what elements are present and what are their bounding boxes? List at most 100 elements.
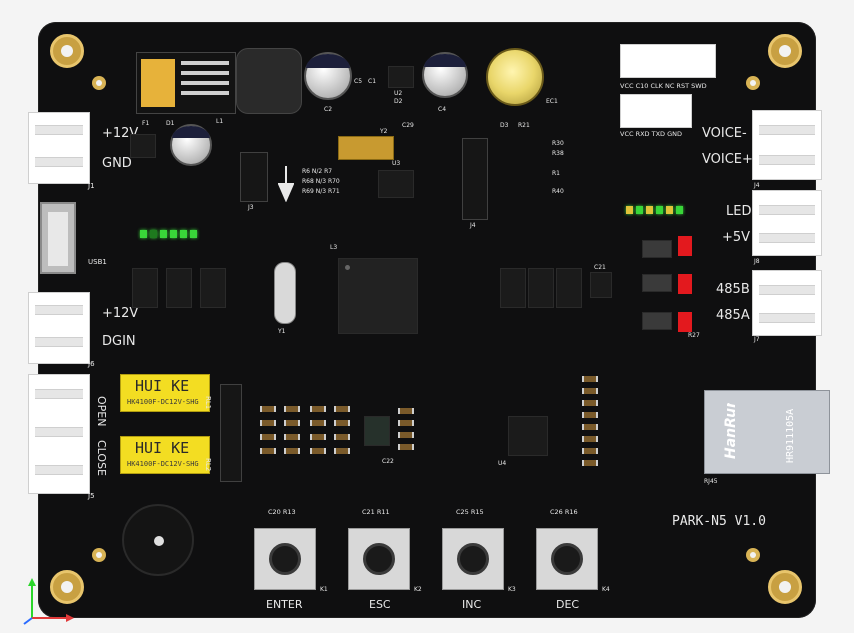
caps-label-dec: C26 R16 xyxy=(550,508,578,516)
ref-c1: C1 xyxy=(368,78,377,85)
mosfet-q2 xyxy=(166,268,192,308)
header-j4 xyxy=(462,138,488,220)
label-dgin-plus: +12V xyxy=(102,306,139,321)
ref-rl1: RL1 xyxy=(204,396,212,410)
label-enter: ENTER xyxy=(266,598,303,611)
caps-label-esc: C21 R11 xyxy=(362,508,390,516)
via xyxy=(746,548,760,562)
axis-gizmo-icon xyxy=(18,578,78,628)
board-title: PARK-N5 V1.0 xyxy=(672,514,766,529)
usb-connector xyxy=(40,202,76,274)
pcb-board: +12V GND J1 USB1 +12V DGIN J6 OPEN CLOSE… xyxy=(28,22,830,618)
ref-y2: Y2 xyxy=(380,128,388,135)
capacitor-c4 xyxy=(422,52,468,98)
label-esc: ESC xyxy=(369,598,391,611)
ref-r40: R40 xyxy=(552,188,564,195)
ref-y1: Y1 xyxy=(278,328,286,335)
label-led: LED xyxy=(726,204,752,219)
ref-j4-header: J4 xyxy=(470,222,476,229)
caps-label-inc: C25 R15 xyxy=(456,508,484,516)
relay-rl2: HUI KE HK4100F-DC12V-SHG xyxy=(120,436,210,474)
ref-c5: C5 xyxy=(354,78,363,85)
led-row-left xyxy=(140,230,197,238)
mounting-hole-bottom-right xyxy=(768,570,802,604)
ref-j6: J6 xyxy=(88,360,95,368)
fuse-f1 xyxy=(130,134,156,158)
label-dec: DEC xyxy=(556,598,580,611)
ref-r38: R38 xyxy=(552,150,564,157)
header-j3 xyxy=(240,152,268,202)
ref-d2: D2 xyxy=(394,98,403,105)
voice-connector xyxy=(752,110,822,180)
pin-header xyxy=(220,384,242,482)
via xyxy=(92,76,106,90)
mosfet-q3 xyxy=(200,268,226,308)
mosfet-q5 xyxy=(528,268,554,308)
tvs-t2 xyxy=(678,274,692,294)
power-connector-j1 xyxy=(28,112,90,184)
ref-c29: C29 xyxy=(402,122,414,129)
ref-l3: L3 xyxy=(330,244,338,251)
mosfet-q6 xyxy=(556,268,582,308)
led-connector xyxy=(752,190,822,256)
label-dgin: DGIN xyxy=(102,334,136,349)
connector-j2 xyxy=(620,44,716,78)
ref-c2: C2 xyxy=(324,106,333,113)
ref-j4: J4 xyxy=(754,182,760,189)
via xyxy=(746,76,760,90)
rs485-connector xyxy=(752,270,822,336)
ethernet-jack-rj45: HanRun HR911105A xyxy=(704,390,830,474)
ic-u2 xyxy=(388,66,414,88)
ref-j1: J1 xyxy=(88,182,95,190)
relay-output-connector xyxy=(28,374,90,494)
ref-k2: K2 xyxy=(414,586,422,593)
direction-arrow-icon xyxy=(277,166,295,203)
crystal-y2 xyxy=(338,136,394,160)
ref-j8: J8 xyxy=(754,258,760,265)
label-485a: 485A xyxy=(716,308,750,323)
mcu-u1 xyxy=(338,258,418,334)
resistor-array-left xyxy=(260,406,354,470)
ref-k4: K4 xyxy=(602,586,610,593)
enter-button[interactable] xyxy=(254,528,316,590)
dec-button[interactable] xyxy=(536,528,598,590)
mounting-hole-top-right xyxy=(768,34,802,68)
ref-k1: K1 xyxy=(320,586,328,593)
ref-rl2: RL2 xyxy=(204,458,212,472)
regulator xyxy=(136,52,236,114)
ref-k3: K3 xyxy=(508,586,516,593)
label-power-gnd: GND xyxy=(102,156,132,171)
mounting-hole-bottom-left xyxy=(50,570,84,604)
tvs-t1 xyxy=(678,236,692,256)
ref-f1: F1 xyxy=(142,120,150,127)
j3-pin-labels: VCC RXD TXD GND xyxy=(620,130,683,138)
ref-j5: J5 xyxy=(88,492,95,500)
esc-button[interactable] xyxy=(348,528,410,590)
ref-c4: C4 xyxy=(438,106,447,113)
label-485b: 485B xyxy=(716,282,750,297)
j2-pin-labels: VCC C10 CLK NC RST SWD xyxy=(620,82,707,90)
ic-u4 xyxy=(508,416,548,456)
ethernet-brand: HanRun xyxy=(723,403,739,459)
label-power-plus: +12V xyxy=(102,126,139,141)
ref-c21: C21 xyxy=(594,264,606,271)
label-inc: INC xyxy=(462,598,482,611)
ic-u3 xyxy=(378,170,414,198)
ref-c22: C22 xyxy=(382,458,394,465)
ref-u4: U4 xyxy=(498,460,507,467)
resistor-t-r3 xyxy=(642,312,672,330)
label-voice-minus: VOICE- xyxy=(702,126,747,141)
resistor-array-mid xyxy=(398,408,428,460)
label-close: CLOSE xyxy=(95,440,108,477)
resistor-array-right xyxy=(582,376,602,478)
relay-rl1: HUI KE HK4100F-DC12V-SHG xyxy=(120,374,210,412)
ref-j3-header: J3 xyxy=(248,204,254,211)
capacitor-c3 xyxy=(170,124,212,166)
inc-button[interactable] xyxy=(442,528,504,590)
ic-u6 xyxy=(590,272,612,298)
led-row-right xyxy=(626,206,683,214)
ref-u3: U3 xyxy=(392,160,401,167)
via xyxy=(92,548,106,562)
capacitor-ec1 xyxy=(486,48,544,106)
